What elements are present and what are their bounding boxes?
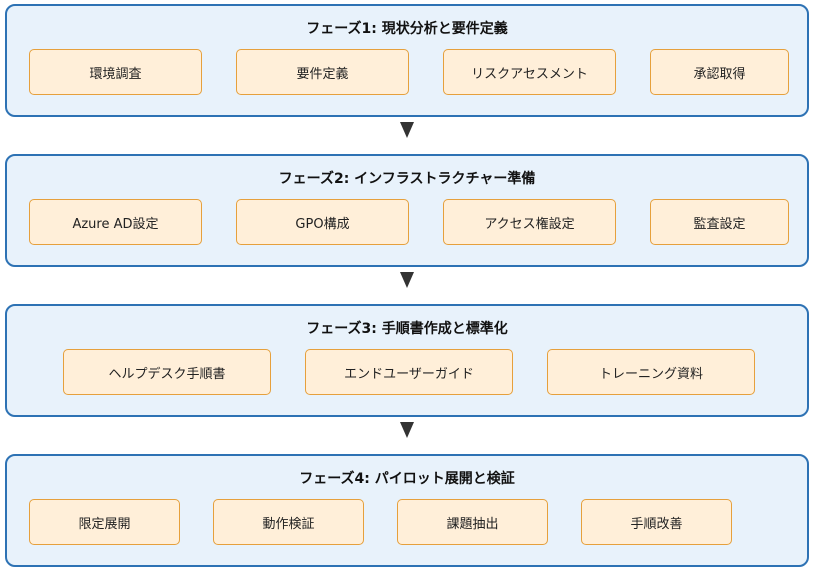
phase-4-step-3: 課題抽出 bbox=[397, 499, 548, 545]
phase-1-step-4: 承認取得 bbox=[650, 49, 789, 95]
phase-1-title: フェーズ1: 現状分析と要件定義 bbox=[306, 21, 508, 37]
flow-arrow-2 bbox=[400, 272, 414, 288]
phase-1-step-1: 環境調査 bbox=[29, 49, 202, 95]
phase-4-step-2: 動作検証 bbox=[213, 499, 364, 545]
phase-3-container: フェーズ3: 手順書作成と標準化 ヘルプデスク手順書 エンドユーザーガイド トレ… bbox=[5, 304, 809, 417]
phase-2-step-2: GPO構成 bbox=[236, 199, 409, 245]
phase-2-step-1: Azure AD設定 bbox=[29, 199, 202, 245]
phase-2-title: フェーズ2: インフラストラクチャー準備 bbox=[278, 171, 536, 187]
phase-3-title: フェーズ3: 手順書作成と標準化 bbox=[306, 321, 508, 337]
flow-arrow-3 bbox=[400, 422, 414, 438]
phase-4-step-4: 手順改善 bbox=[581, 499, 732, 545]
phase-4-step-1: 限定展開 bbox=[29, 499, 180, 545]
phase-1-step-2: 要件定義 bbox=[236, 49, 409, 95]
phase-3-step-1: ヘルプデスク手順書 bbox=[63, 349, 271, 395]
flow-arrow-1 bbox=[400, 122, 414, 138]
phase-2-step-3: アクセス権設定 bbox=[443, 199, 616, 245]
phase-4-title: フェーズ4: パイロット展開と検証 bbox=[299, 471, 515, 487]
phase-2-step-4: 監査設定 bbox=[650, 199, 789, 245]
phase-3-step-2: エンドユーザーガイド bbox=[305, 349, 513, 395]
phase-1-container: フェーズ1: 現状分析と要件定義 環境調査 要件定義 リスクアセスメント 承認取… bbox=[5, 4, 809, 117]
phase-3-step-3: トレーニング資料 bbox=[547, 349, 755, 395]
phase-1-step-3: リスクアセスメント bbox=[443, 49, 616, 95]
phase-4-container: フェーズ4: パイロット展開と検証 限定展開 動作検証 課題抽出 手順改善 bbox=[5, 454, 809, 567]
phase-2-container: フェーズ2: インフラストラクチャー準備 Azure AD設定 GPO構成 アク… bbox=[5, 154, 809, 267]
